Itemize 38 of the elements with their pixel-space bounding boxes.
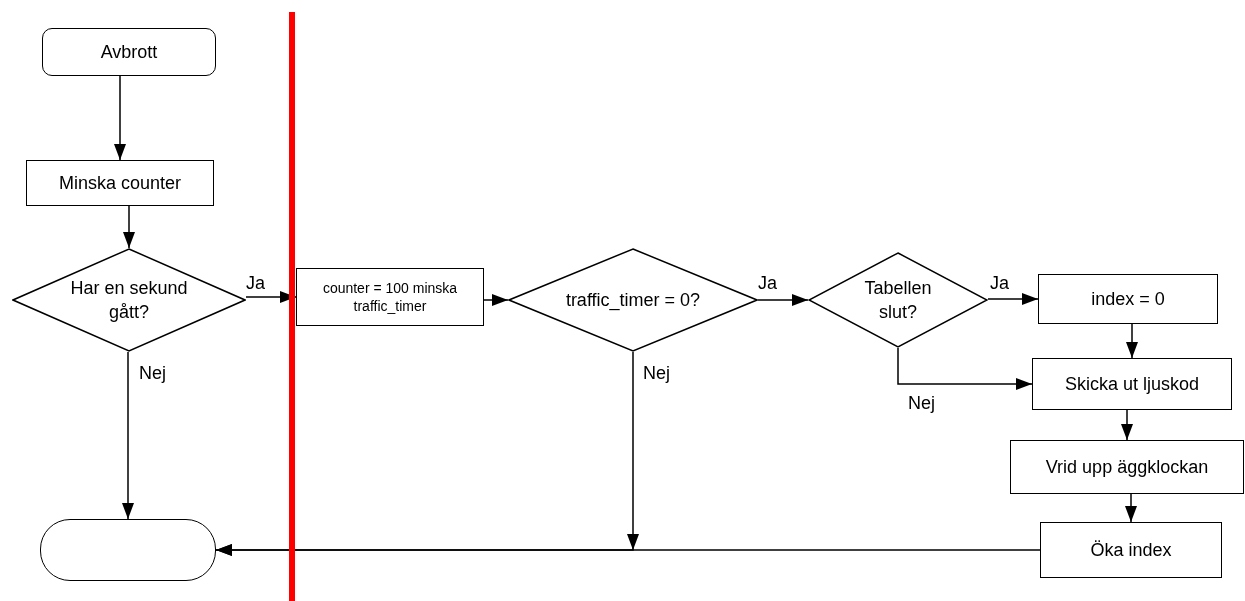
node-text: Avbrott xyxy=(99,41,159,64)
node-text: Skicka ut ljuskod xyxy=(1063,373,1201,396)
arrow xyxy=(1126,323,1138,359)
process-box xyxy=(296,268,484,326)
decision-diamond xyxy=(808,252,988,348)
node-text: Vrid upp äggklockan xyxy=(1044,456,1210,479)
edge-label: Nej xyxy=(643,362,670,384)
arrow xyxy=(897,347,1033,390)
arrow xyxy=(114,75,126,161)
process-box xyxy=(26,160,214,206)
node-text: Har en sekund gått? xyxy=(69,277,189,324)
decision-diamond xyxy=(12,248,246,352)
arrow xyxy=(215,351,639,556)
process-box xyxy=(1032,358,1232,410)
arrow xyxy=(122,351,134,520)
arrow xyxy=(757,294,809,306)
arrow xyxy=(1125,493,1137,523)
node-text: Tabellen slut? xyxy=(863,277,933,324)
arrow xyxy=(987,293,1039,305)
arrow xyxy=(1121,409,1133,441)
edge-label: Ja xyxy=(990,272,1009,294)
node-text: index = 0 xyxy=(1090,288,1166,311)
process-box xyxy=(1010,440,1244,494)
terminal-box xyxy=(42,28,216,76)
edge-label: Ja xyxy=(246,272,265,294)
node-text: traffic_timer = 0? xyxy=(564,289,702,312)
edge-label: Ja xyxy=(758,272,777,294)
arrow xyxy=(483,294,509,306)
process-box xyxy=(1040,522,1222,578)
decision-diamond xyxy=(508,248,758,352)
terminal-box xyxy=(40,519,216,581)
node-text: Minska counter xyxy=(57,172,183,195)
arrow xyxy=(123,205,135,249)
node-text: counter = 100 minska traffic_timer xyxy=(321,279,459,315)
edge-label: Nej xyxy=(139,362,166,384)
node-text: Öka index xyxy=(1089,539,1173,562)
process-box xyxy=(1038,274,1218,324)
edge-label: Nej xyxy=(908,392,935,414)
